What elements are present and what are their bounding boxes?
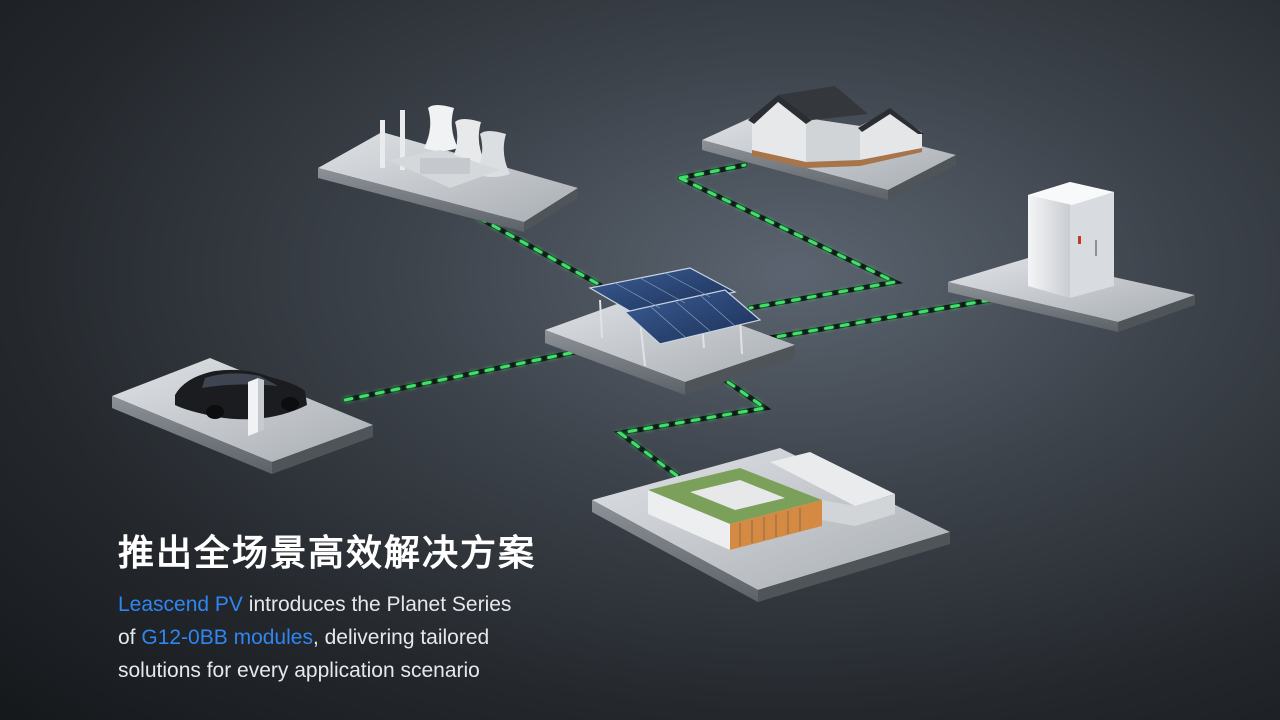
office-building-icon bbox=[648, 452, 895, 550]
electric-car-icon bbox=[175, 369, 307, 420]
caption-block: 推出全场景高效解决方案 Leascend PV introduces the P… bbox=[118, 530, 578, 687]
commercial-building-platform bbox=[592, 448, 950, 602]
description-part-4: solutions for every application scenario bbox=[118, 659, 480, 682]
battery-cabinet-icon bbox=[1028, 182, 1114, 298]
solar-carport-platform bbox=[545, 267, 795, 395]
charging-pile-icon bbox=[248, 378, 264, 436]
description-part-1: introduces the Planet Series bbox=[242, 593, 512, 616]
product-name: G12-0BB modules bbox=[141, 626, 313, 649]
house-platform bbox=[702, 86, 956, 200]
description: Leascend PV introduces the Planet Series… bbox=[118, 588, 578, 687]
ev-charging-platform bbox=[112, 358, 373, 474]
description-part-3: , delivering tailored bbox=[312, 626, 490, 649]
storage-cabinet-platform bbox=[948, 182, 1195, 332]
headline: 推出全场景高效解决方案 bbox=[118, 533, 537, 574]
power-plant-platform bbox=[318, 105, 578, 232]
brand-name: Leascend PV bbox=[118, 593, 243, 616]
description-part-2: of bbox=[118, 626, 142, 649]
energy-connectors bbox=[342, 162, 993, 481]
solar-panel-icon bbox=[588, 267, 762, 345]
house-icon bbox=[748, 86, 924, 168]
